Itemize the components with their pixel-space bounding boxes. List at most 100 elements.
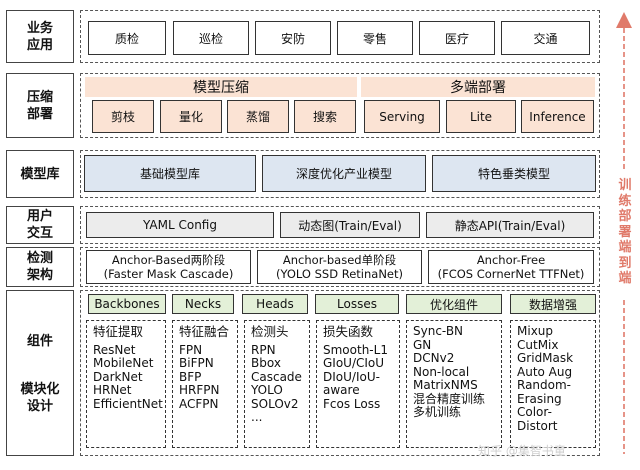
list-item: GN (413, 337, 432, 352)
side-label-char: 端 (618, 271, 632, 286)
side-label-char: 到 (618, 255, 632, 271)
side-label-char: 练 (618, 193, 632, 209)
model-lib-1: 基础模型库 (84, 155, 256, 192)
row-label-detect-arch: 检测 架构 (6, 247, 74, 287)
compress-item-3: 蒸馏 (227, 100, 289, 133)
comp-column-title: 特征提取 (93, 324, 144, 339)
list-item: aware (323, 383, 360, 397)
business-app-3: 安防 (255, 21, 331, 55)
list-item: FPN (179, 342, 203, 357)
arch-one-stage: Anchor-based单阶段 (YOLO SSD RetinaNet) (257, 250, 422, 284)
list-item: Auto Aug (517, 364, 573, 379)
list-item: SOLOv2 (251, 396, 299, 411)
list-item: RPN (251, 342, 276, 357)
list-item: HRNet (93, 383, 132, 397)
list-item: Sync-BN (413, 324, 464, 338)
row-label-business: 业务 应用 (6, 10, 74, 63)
comp-header-heads: Heads (242, 294, 308, 314)
side-label-char: 署 (618, 224, 632, 240)
list-item: Erasing (517, 391, 562, 406)
list-item: Cascade (251, 369, 302, 384)
business-app-1: 质检 (88, 21, 166, 55)
list-item: Random- (517, 378, 572, 392)
row-label-components-block: 组件 模块化 设计 (6, 290, 74, 456)
arch-two-stage-title: Anchor-Based两阶段 (111, 253, 226, 267)
arch-one-stage-sub: (YOLO SSD RetinaNet) (275, 267, 403, 281)
arch-one-stage-title: Anchor-based单阶段 (282, 253, 397, 267)
business-app-4: 零售 (337, 21, 413, 55)
business-app-5: 医疗 (419, 21, 495, 55)
list-item: Smooth-L1 (323, 342, 388, 357)
list-item: MobileNet (93, 356, 154, 370)
compress-item-1: 剪枝 (92, 100, 154, 133)
deploy-item-1: Serving (364, 100, 440, 133)
comp-column-augment: Mixup CutMix GridMask Auto Aug Random- E… (510, 320, 596, 448)
comp-header-optimizers: 优化组件 (406, 294, 502, 314)
interaction-yaml: YAML Config (86, 212, 274, 238)
list-item: Distort (517, 418, 558, 433)
list-item: DCNv2 (413, 351, 455, 365)
list-item: GIoU/CIoU (323, 356, 385, 370)
row-label-modular: 模块化 设计 (20, 382, 60, 414)
deploy-item-2: Lite (446, 100, 516, 133)
business-app-6: 交通 (501, 21, 590, 55)
row-label-components: 组件 (26, 334, 53, 349)
list-item: DarkNet (93, 369, 143, 384)
comp-column-title: 损失函数 (323, 324, 374, 339)
arrow-up-icon (616, 12, 632, 454)
list-item: BFP (179, 369, 202, 384)
interaction-dygraph: 动态图(Train/Eval) (280, 212, 420, 238)
watermark: 知乎 @集智书童 (478, 444, 566, 458)
business-app-2: 巡检 (173, 21, 249, 55)
compress-group-title: 模型压缩 (85, 77, 357, 97)
model-lib-2: 深度优化产业模型 (262, 155, 426, 192)
side-label-char: 训 (618, 178, 632, 193)
side-label-char: 部 (618, 209, 632, 224)
list-item: MatrixNMS (413, 378, 478, 392)
list-item: DIoU/IoU- (323, 369, 380, 384)
model-lib-3: 特色垂类模型 (432, 155, 596, 192)
list-item: Fcos Loss (323, 396, 381, 411)
arch-anchor-free-sub: (FCOS CornerNet TTFNet) (437, 267, 585, 281)
list-item: Mixup (517, 324, 554, 338)
comp-header-backbones: Backbones (88, 294, 166, 314)
list-item: ACFPN (179, 396, 219, 411)
row-label-model-lib: 模型库 (6, 150, 74, 198)
list-item: ... (251, 410, 263, 424)
interaction-static-api: 静态API(Train/Eval) (426, 212, 594, 238)
deploy-group-title: 多端部署 (361, 77, 595, 97)
list-item: GridMask (517, 351, 574, 365)
list-item: EfficientNet (93, 396, 163, 411)
row-label-compress: 压缩 部署 (6, 73, 74, 138)
list-item: CutMix (517, 337, 559, 352)
list-item: HRFPN (179, 383, 220, 397)
arch-anchor-free-title: Anchor-Free (476, 253, 546, 267)
deploy-item-3: Inference (521, 100, 594, 133)
comp-column-title: 检测头 (251, 324, 289, 339)
comp-column-heads: 检测头 RPN Bbox Cascade YOLO SOLOv2 ... (244, 320, 310, 448)
row-label-interaction: 用户 交互 (6, 206, 74, 244)
list-item: YOLO (251, 383, 283, 397)
side-label-text: 训练部署端到端 (617, 178, 633, 287)
comp-header-losses: Losses (315, 294, 399, 314)
comp-column-title: 特征融合 (179, 324, 230, 339)
arch-two-stage: Anchor-Based两阶段 (Faster Mask Cascade) (86, 250, 251, 284)
comp-column-backbones: 特征提取 ResNet MobileNet DarkNet HRNet Effi… (86, 320, 166, 448)
list-item: Color- (517, 405, 552, 419)
comp-column-necks: 特征融合 FPN BiFPN BFP HRFPN ACFPN (172, 320, 238, 448)
comp-column-optimizers: Sync-BN GN DCNv2 Non-local MatrixNMS 混合精… (406, 320, 502, 448)
list-item: Bbox (251, 356, 281, 370)
list-item: 多机训练 (413, 405, 462, 419)
comp-header-necks: Necks (172, 294, 234, 314)
arch-two-stage-sub: (Faster Mask Cascade) (103, 267, 234, 281)
compress-item-4: 搜索 (294, 100, 356, 133)
list-item: BiFPN (179, 356, 214, 370)
list-item: ResNet (93, 342, 136, 357)
side-label-char: 端 (618, 240, 632, 255)
compress-item-2: 量化 (160, 100, 222, 133)
list-item: 混合精度训练 (413, 391, 486, 406)
comp-header-augment: 数据增强 (510, 294, 596, 314)
list-item: Non-local (413, 364, 470, 379)
comp-column-losses: 损失函数 Smooth-L1 GIoU/CIoU DIoU/IoU- aware… (316, 320, 400, 448)
arch-anchor-free: Anchor-Free (FCOS CornerNet TTFNet) (428, 250, 594, 284)
